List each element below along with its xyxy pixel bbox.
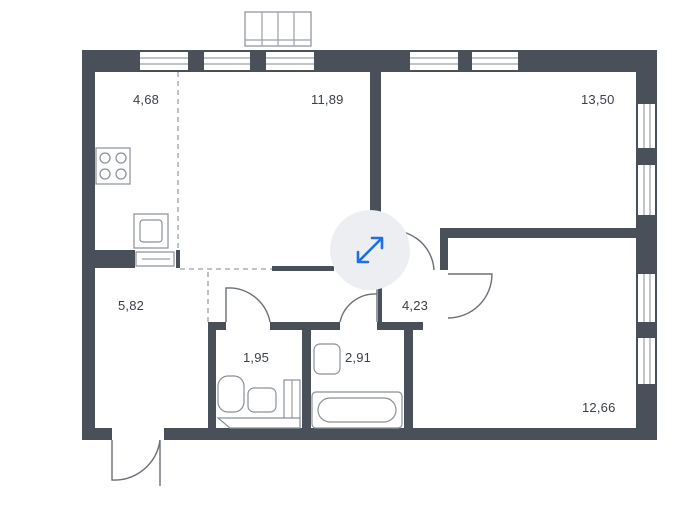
- expand-diagonal-arrows-icon: [356, 236, 384, 264]
- room-area-toilet: 1,95: [243, 350, 270, 365]
- doors: [111, 229, 493, 486]
- room-area-hallway: 5,82: [118, 298, 145, 313]
- kitchen-fixtures: [95, 147, 175, 267]
- toilet-fixtures: [216, 375, 301, 429]
- balcony-window: [244, 11, 312, 47]
- room-area-bedroom-top-right: 13,50: [581, 92, 615, 107]
- room-area-bedroom-bottom-right: 12,66: [582, 400, 616, 415]
- room-area-living-room: 11,89: [311, 92, 344, 107]
- room-area-corridor: 4,23: [402, 298, 429, 313]
- interior-walls: [95, 72, 636, 430]
- expand-button[interactable]: [330, 210, 410, 290]
- zone-boundaries: [177, 72, 272, 322]
- bathroom-fixtures: [311, 343, 403, 429]
- top-windows: [140, 52, 518, 70]
- right-windows: [638, 104, 655, 384]
- room-area-kitchen: 4,68: [133, 92, 160, 107]
- room-area-bathroom: 2,91: [345, 350, 372, 365]
